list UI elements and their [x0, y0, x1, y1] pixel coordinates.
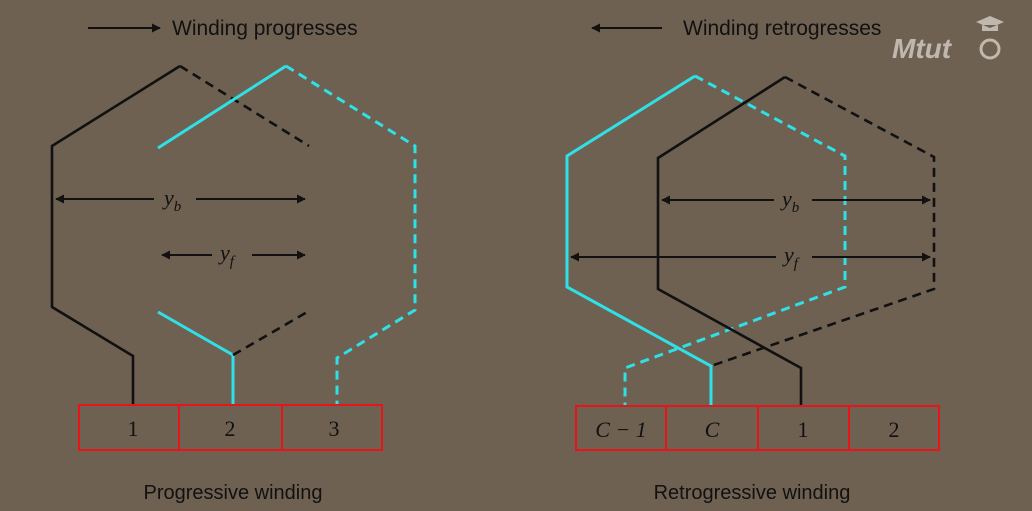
- retrogress-header: Winding retrogresses: [683, 17, 881, 40]
- coil-1-solid-retro: [656, 75, 803, 405]
- coil-c-solid: [565, 74, 713, 405]
- coil-2-solid: [157, 310, 235, 405]
- retrogressive-winding-diagram: Winding retrogresses Mtut yb yf: [564, 16, 1004, 504]
- segment-2-label: 2: [225, 416, 236, 441]
- commutator-segments-progressive: 1 2 3: [78, 404, 383, 451]
- coil-1-dashed: [179, 64, 310, 148]
- graduation-cap-icon: [976, 16, 1004, 31]
- segment-3-label: 3: [329, 416, 340, 441]
- segment-2-retro: [848, 405, 940, 451]
- logo-o-icon: [979, 38, 1001, 60]
- yb-label: yb: [162, 185, 182, 215]
- coil-3-dashed: [285, 64, 417, 405]
- yf-label: yf: [218, 240, 236, 270]
- yf-label-retro: yf: [782, 242, 800, 272]
- retrogressive-caption: Retrogressive winding: [654, 482, 851, 504]
- segment-1-label: 1: [128, 416, 139, 441]
- progress-header: Winding progresses: [172, 17, 358, 40]
- coil-1-solid: [50, 64, 181, 405]
- segment-c-minus-1-label: C − 1: [595, 417, 647, 442]
- progressive-caption: Progressive winding: [144, 482, 323, 504]
- coil-3-solid: [157, 64, 287, 150]
- progressive-winding-diagram: Winding progresses yb yf 1 2 3 Progr: [50, 17, 417, 504]
- segment-c-label: C: [705, 417, 720, 442]
- yb-label-retro: yb: [780, 186, 800, 216]
- coil-c-dashed: [623, 74, 847, 405]
- coil-2-dashed: [232, 309, 310, 357]
- logo-text: Mtut: [892, 33, 953, 64]
- commutator-segments-retrogressive: C − 1 C 1 2: [575, 405, 940, 451]
- segment-3: [281, 404, 383, 451]
- mtutor-logo: Mtut: [892, 16, 1004, 64]
- segment-2-retro-label: 2: [889, 417, 900, 442]
- segment-1-retro-label: 1: [798, 417, 809, 442]
